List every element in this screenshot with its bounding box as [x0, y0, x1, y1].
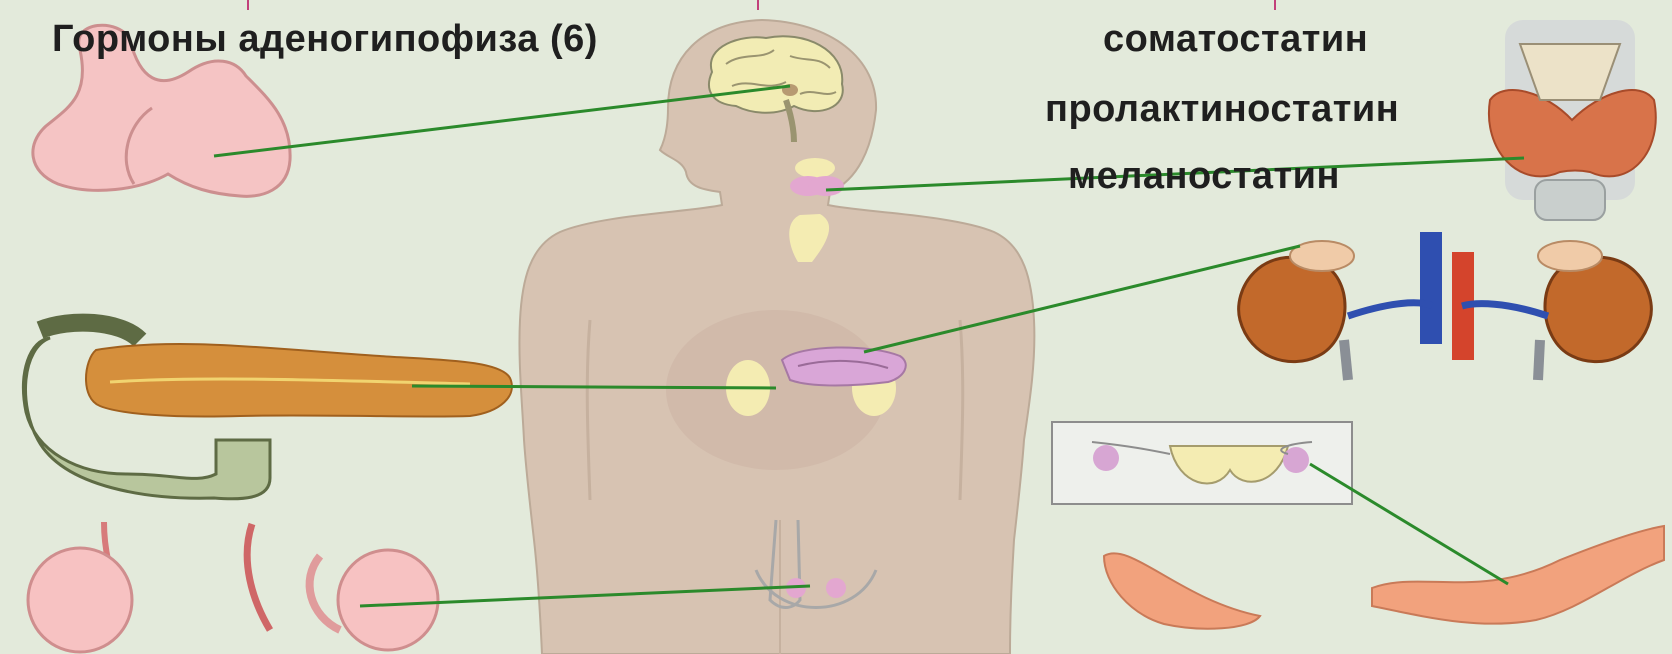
leader-line-ovary	[1310, 464, 1508, 584]
hormone-label-prolactinostatin: пролактиностатин	[1045, 90, 1399, 128]
testes	[28, 522, 438, 652]
hormone-label-melanostatin: меланостатин	[1068, 157, 1340, 195]
kidneys-adrenals	[1239, 232, 1652, 380]
top-tick-marks	[248, 0, 1275, 10]
thyroid-gland	[1489, 20, 1656, 220]
uterus-ovaries	[1052, 422, 1664, 629]
hormone-label-somatostatin: соматостатин	[1103, 20, 1368, 58]
leader-line-pancreas	[412, 386, 776, 388]
body-silhouette	[519, 20, 1034, 654]
diagram-title: Гормоны аденогипофиза (6)	[52, 20, 598, 58]
pancreas-body	[782, 347, 906, 385]
pancreas-duodenum	[23, 323, 511, 499]
